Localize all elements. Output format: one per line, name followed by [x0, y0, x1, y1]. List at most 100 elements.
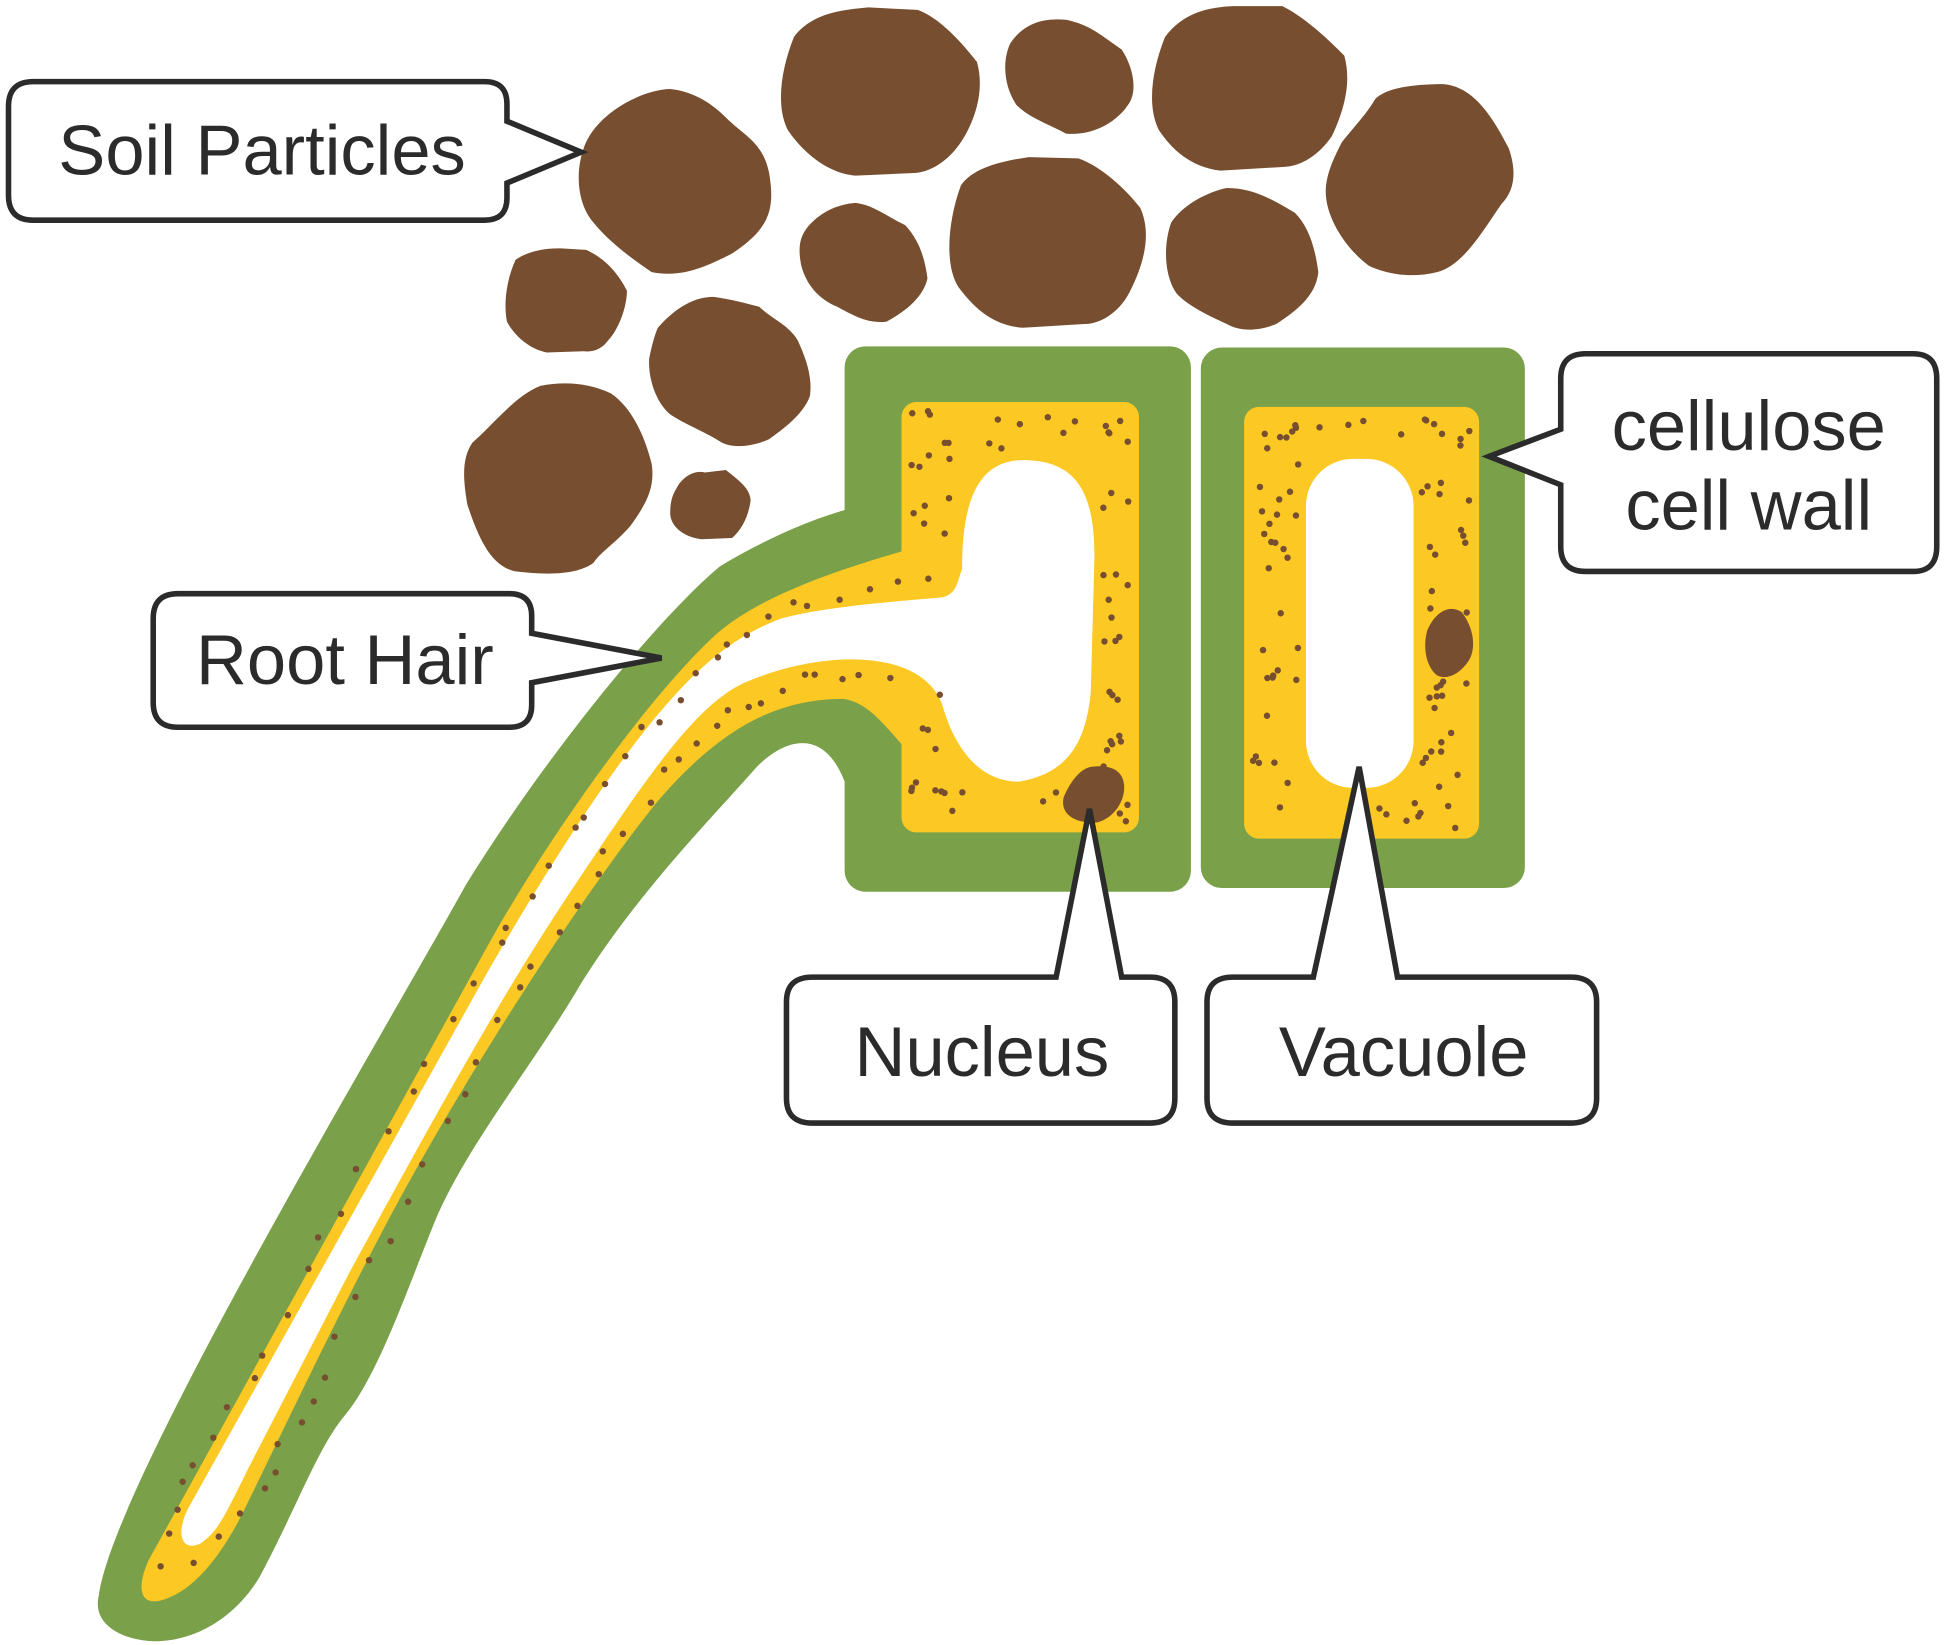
soil-particle — [670, 470, 751, 540]
granule — [1294, 461, 1302, 468]
granule — [1261, 430, 1268, 438]
granule — [803, 602, 811, 610]
granule — [811, 671, 818, 678]
granule — [190, 1559, 197, 1567]
soil-particle — [949, 157, 1146, 328]
granule — [1397, 431, 1405, 438]
vacuole-right — [1305, 458, 1414, 788]
granule — [1117, 738, 1125, 745]
granule — [545, 862, 552, 869]
granule — [743, 631, 751, 639]
granule — [1422, 754, 1430, 762]
granule — [1438, 739, 1445, 746]
granule — [1383, 811, 1390, 818]
granule — [305, 1265, 312, 1273]
callout-box — [1204, 766, 1600, 1126]
granule — [1463, 609, 1470, 616]
granule — [1457, 435, 1464, 443]
granule — [1289, 428, 1296, 435]
granule — [1277, 610, 1284, 617]
granule — [1431, 551, 1439, 558]
granule — [1116, 633, 1123, 641]
granule — [1457, 442, 1464, 449]
granule — [1039, 798, 1047, 805]
granule — [986, 440, 993, 447]
granule — [215, 1533, 222, 1540]
granule — [1415, 813, 1422, 820]
granule — [450, 1015, 457, 1023]
granule — [1252, 753, 1260, 760]
granule — [638, 723, 645, 731]
granule — [622, 752, 629, 760]
granule — [1431, 704, 1438, 712]
granule — [866, 586, 874, 593]
granule — [1411, 799, 1419, 807]
granule — [1100, 504, 1107, 511]
granule — [1108, 489, 1115, 497]
granule — [1124, 438, 1131, 445]
granule — [926, 411, 934, 418]
granule — [1108, 614, 1115, 621]
granule — [1273, 511, 1281, 518]
granule — [179, 1478, 186, 1485]
granule — [310, 1398, 317, 1405]
granule — [1444, 802, 1452, 810]
granule — [836, 596, 843, 603]
granule — [1105, 429, 1112, 436]
granule — [236, 1510, 244, 1517]
granule — [1286, 488, 1294, 495]
granule — [470, 980, 477, 987]
granule — [924, 726, 932, 734]
soil-particle — [578, 89, 772, 274]
granule — [619, 830, 627, 838]
granule — [1261, 530, 1268, 538]
granule — [941, 530, 948, 537]
granule — [502, 924, 509, 932]
granule — [1266, 520, 1273, 528]
granule — [1452, 824, 1459, 832]
granule — [921, 502, 928, 509]
granule — [1426, 694, 1433, 701]
granule — [1259, 646, 1267, 654]
granule — [352, 1293, 359, 1301]
granule — [677, 696, 685, 704]
granule — [1263, 712, 1271, 719]
granule — [1276, 804, 1284, 811]
granule — [887, 674, 894, 682]
granule — [945, 494, 953, 502]
granule — [210, 1434, 217, 1441]
granule — [1454, 771, 1461, 779]
soil-particles — [464, 6, 1514, 574]
granule — [919, 725, 926, 732]
granule — [444, 1117, 452, 1125]
granule — [1427, 605, 1434, 612]
granule — [404, 1198, 412, 1205]
granule — [1264, 674, 1271, 682]
granule — [1124, 498, 1132, 505]
granule — [1283, 434, 1290, 441]
granule — [1292, 512, 1300, 519]
soil-particle — [464, 383, 653, 574]
granule — [572, 824, 579, 831]
granule — [1112, 571, 1120, 578]
granule — [779, 687, 786, 695]
granule — [599, 848, 607, 855]
granule — [1419, 759, 1426, 766]
granule — [1424, 483, 1431, 490]
granule — [925, 575, 932, 582]
granule — [1264, 445, 1271, 452]
granule — [1463, 680, 1470, 687]
granule — [1076, 798, 1083, 805]
granule — [1100, 782, 1108, 789]
soil-particle — [1166, 188, 1319, 330]
granule — [1447, 729, 1455, 737]
granule — [692, 669, 699, 677]
granule — [1114, 696, 1121, 703]
granule — [1106, 688, 1113, 696]
callout-nucleus: Nucleus — [783, 808, 1178, 1126]
granule — [1376, 805, 1383, 812]
granule — [1102, 422, 1110, 430]
granule — [1124, 581, 1131, 589]
label-cell-wall: cell wall — [1625, 465, 1872, 544]
granule — [1430, 420, 1438, 428]
